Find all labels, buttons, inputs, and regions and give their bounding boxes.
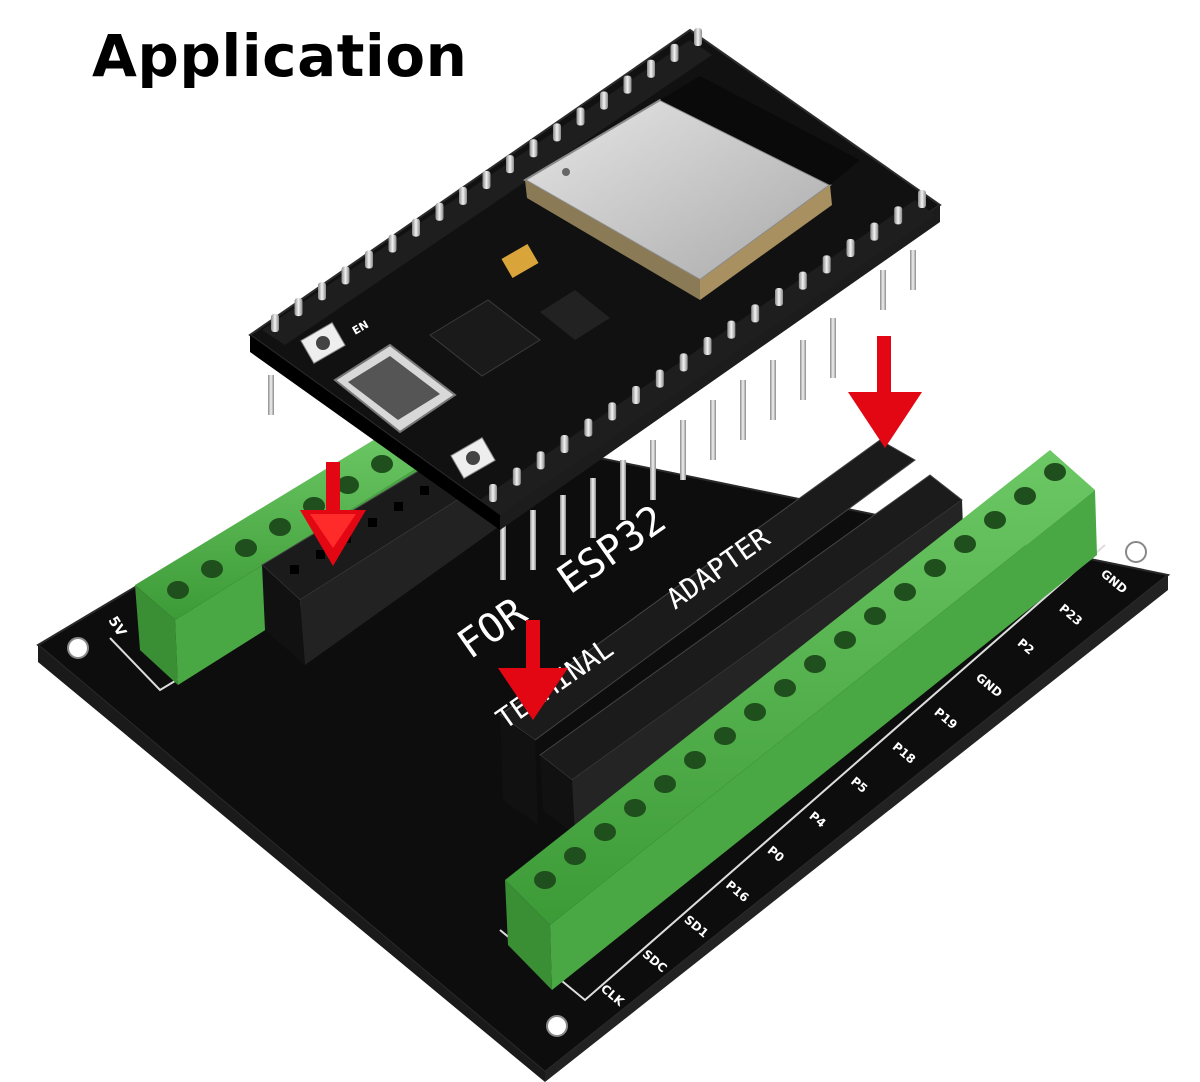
header-pin — [798, 271, 807, 290]
header-pin — [623, 75, 632, 94]
header-pin — [576, 107, 585, 126]
header-pin — [365, 250, 373, 269]
header-pin — [775, 288, 783, 306]
header-pin — [553, 123, 561, 142]
header-pin — [608, 402, 617, 421]
header-pin — [647, 59, 655, 78]
header-pin — [318, 282, 326, 301]
title-text: Application — [92, 22, 468, 90]
header-pin — [918, 190, 926, 208]
header-pin — [536, 451, 545, 470]
header-pin — [271, 314, 279, 332]
insertion-arrows — [300, 336, 922, 720]
header-pin — [670, 43, 679, 62]
header-pin — [632, 386, 640, 404]
header-pin — [584, 418, 593, 437]
header-pin — [751, 304, 760, 323]
header-pin — [512, 467, 521, 486]
header-pin — [489, 484, 497, 502]
header-pin — [341, 266, 350, 285]
header-pin — [679, 353, 688, 372]
header-pin — [600, 91, 608, 110]
header-pin — [846, 239, 855, 257]
header-pin — [435, 202, 444, 221]
header-pin — [703, 337, 712, 355]
header-pin — [694, 28, 702, 46]
arrow-right-icon — [848, 336, 922, 448]
arrow-center-icon — [498, 620, 568, 720]
header-pin — [388, 234, 397, 253]
header-pin — [506, 155, 514, 174]
header-pin — [294, 298, 303, 317]
right-screw-terminal — [505, 450, 1097, 990]
header-pin — [482, 171, 491, 189]
header-pin — [412, 218, 420, 237]
header-pin — [870, 222, 879, 241]
esp32-module: EN — [248, 28, 942, 580]
header-pin — [655, 369, 664, 388]
arrow-left-icon — [300, 462, 366, 566]
header-pin — [459, 186, 467, 205]
header-pin — [529, 139, 538, 158]
header-pin — [727, 320, 736, 339]
header-pin — [822, 255, 831, 274]
header-pin — [894, 206, 903, 225]
header-pin — [560, 435, 569, 453]
